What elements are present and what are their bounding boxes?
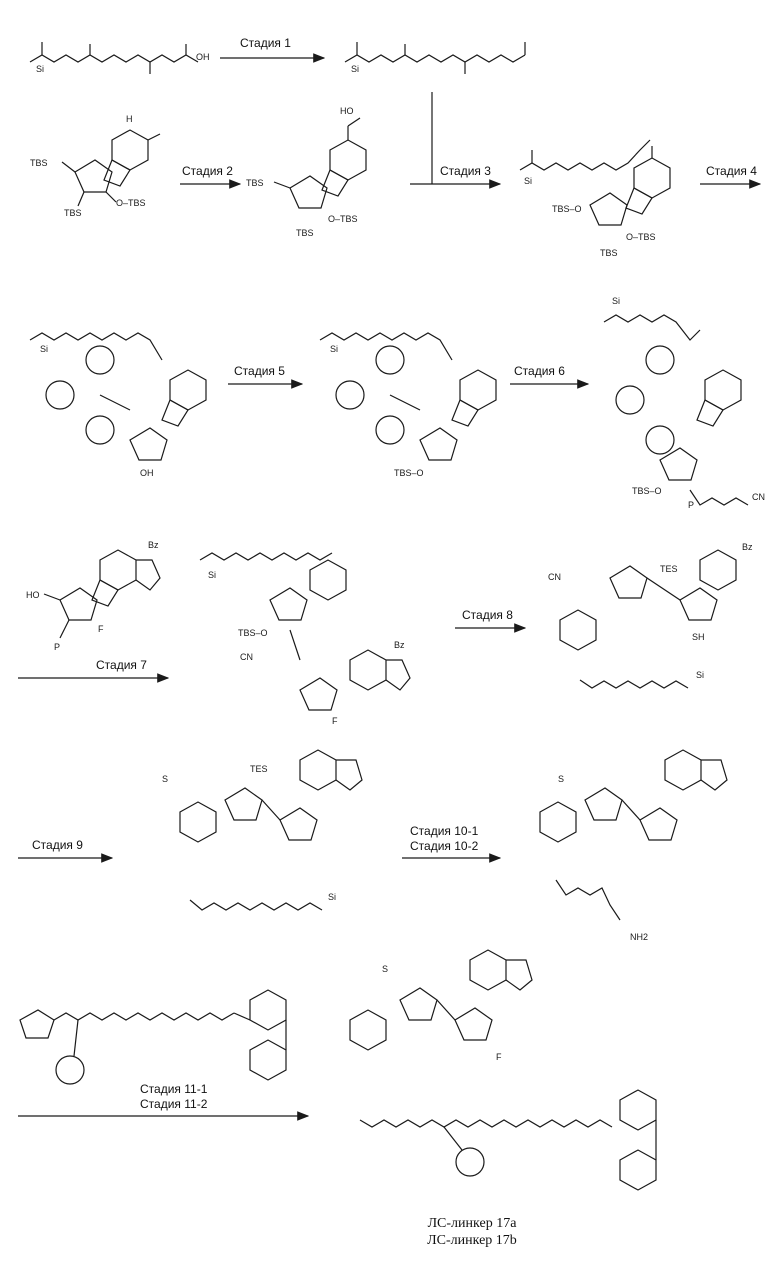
stage-11-1-label: Стадия 11-1	[140, 1082, 207, 1096]
final-product-label-17a: ЛС-линкер 17a	[372, 1216, 572, 1232]
molecule-12: TES S Si	[162, 750, 362, 910]
atom-otbs-c: O–TBS	[626, 232, 656, 242]
stage-11-2-label: Стадия 11-2	[140, 1097, 207, 1111]
atom-nh2-1: NH2	[630, 932, 648, 942]
atom-tes-2: TES	[250, 764, 268, 774]
atom-f-1: F	[98, 624, 104, 634]
atom-s-1: S	[162, 774, 168, 784]
atom-otbs-b: O–TBS	[328, 214, 358, 224]
atom-si-7: Si	[208, 570, 216, 580]
atom-tbs-e: TBS	[600, 248, 618, 258]
atom-cn-3: CN	[548, 572, 561, 582]
atom-tbs-a: TBS	[30, 158, 48, 168]
molecule-6-dmt: Si OH	[30, 333, 206, 478]
stage-3-label: Стадия 3	[440, 164, 491, 178]
atom-si-4: Si	[40, 344, 48, 354]
stage-10-1-label: Стадия 10-1	[410, 824, 478, 838]
atom-oh-2: OH	[140, 468, 154, 478]
stage-1-label: Стадия 1	[240, 36, 291, 50]
molecule-10-dinucleotide: Si TBS–O CN Bz F	[200, 553, 410, 726]
stage-7-label: Стадия 7	[96, 658, 147, 672]
atom-si-1: Si	[36, 64, 44, 74]
molecule-3-tbs-inosine: TBS TBS O–TBS H	[30, 114, 160, 218]
molecule-9-fluoro-nucleoside: HO Bz F P	[26, 540, 160, 652]
stage-6-label: Стадия 6	[514, 364, 565, 378]
molecule-4-hydroxyethyl: HO TBS O–TBS TBS	[246, 106, 366, 238]
atom-p-1: P	[688, 500, 694, 510]
atom-si-9: Si	[328, 892, 336, 902]
atom-oh-1: OH	[196, 52, 210, 62]
atom-si-5: Si	[330, 344, 338, 354]
molecule-11-cyclized: CN TES Bz SH Si	[548, 542, 753, 688]
stage-9-label: Стадия 9	[32, 838, 83, 852]
molecule-1: Si OH	[30, 42, 210, 74]
stage-5-label: Стадия 5	[234, 364, 285, 378]
atom-bz-3: Bz	[742, 542, 753, 552]
molecule-5: Si TBS–O O–TBS TBS	[520, 140, 670, 258]
atom-tbso-b: TBS–O	[394, 468, 424, 478]
molecule-14-linker	[20, 990, 286, 1084]
atom-s-3: S	[382, 964, 388, 974]
atom-h-a: H	[126, 114, 133, 124]
molecule-13-deprotected: S NH2	[540, 750, 727, 942]
atom-bz-1: Bz	[148, 540, 159, 550]
stage-8-label: Стадия 8	[462, 608, 513, 622]
atom-tes-1: TES	[660, 564, 678, 574]
atom-ho-b: HO	[26, 590, 40, 600]
molecule-8-phosphoramidite: Si TBS–O P CN	[604, 296, 765, 510]
molecule-7-dmt-tbs: Si TBS–O	[320, 333, 496, 478]
atom-f-2: F	[332, 716, 338, 726]
stage-4-label: Стадия 4	[706, 164, 757, 178]
atom-p-2: P	[54, 642, 60, 652]
atom-otbs-a: O–TBS	[116, 198, 146, 208]
atom-tbso-a: TBS–O	[552, 204, 582, 214]
atom-sh-1: SH	[692, 632, 705, 642]
atom-bz-2: Bz	[394, 640, 405, 650]
atom-f-3: F	[496, 1052, 502, 1062]
atom-si-2: Si	[351, 64, 359, 74]
atom-tbs-d: TBS	[296, 228, 314, 238]
atom-tbso-c: TBS–O	[632, 486, 662, 496]
atom-ho-a: HO	[340, 106, 354, 116]
atom-tbs-b: TBS	[64, 208, 82, 218]
molecule-2: Si	[345, 42, 525, 74]
stage-10-2-label: Стадия 10-2	[410, 839, 478, 853]
atom-tbso-d: TBS–O	[238, 628, 268, 638]
atom-tbs-c: TBS	[246, 178, 264, 188]
atom-si-6: Si	[612, 296, 620, 306]
atom-cn-1: CN	[752, 492, 765, 502]
atom-s-2: S	[558, 774, 564, 784]
final-product-label-17b: ЛС-линкер 17b	[372, 1233, 572, 1249]
molecule-15-product: S F	[350, 950, 656, 1190]
atom-cn-2: CN	[240, 652, 253, 662]
atom-si-3: Si	[524, 176, 532, 186]
atom-si-8: Si	[696, 670, 704, 680]
stage-2-label: Стадия 2	[182, 164, 233, 178]
